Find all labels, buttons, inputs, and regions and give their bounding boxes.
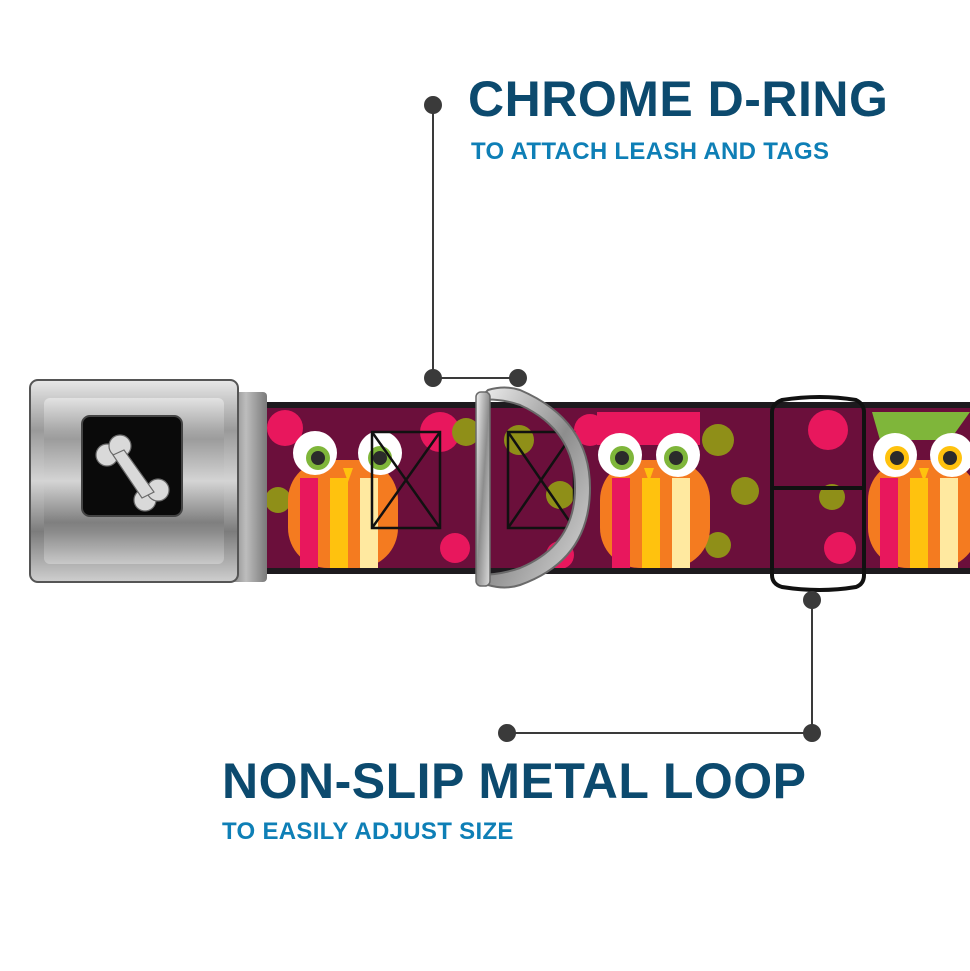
owl-icon <box>288 431 402 568</box>
bone-icon <box>95 434 170 512</box>
metal-loop-subtitle: TO EASILY ADJUST SIZE <box>222 818 514 845</box>
d-ring-callout-line <box>424 96 527 387</box>
d-ring-subtitle: TO ATTACH LEASH AND TAGS <box>471 138 830 165</box>
metal-loop-title: NON-SLIP METAL LOOP <box>222 753 807 809</box>
stitching <box>370 430 576 530</box>
metal-loop-callout-line <box>498 591 821 742</box>
chrome-d-ring <box>475 386 592 589</box>
d-ring-title: CHROME D-RING <box>468 71 889 127</box>
metal-loop <box>770 395 866 592</box>
owl-icon <box>868 412 970 568</box>
seatbelt-buckle <box>29 379 267 583</box>
owl-icon <box>597 412 710 568</box>
